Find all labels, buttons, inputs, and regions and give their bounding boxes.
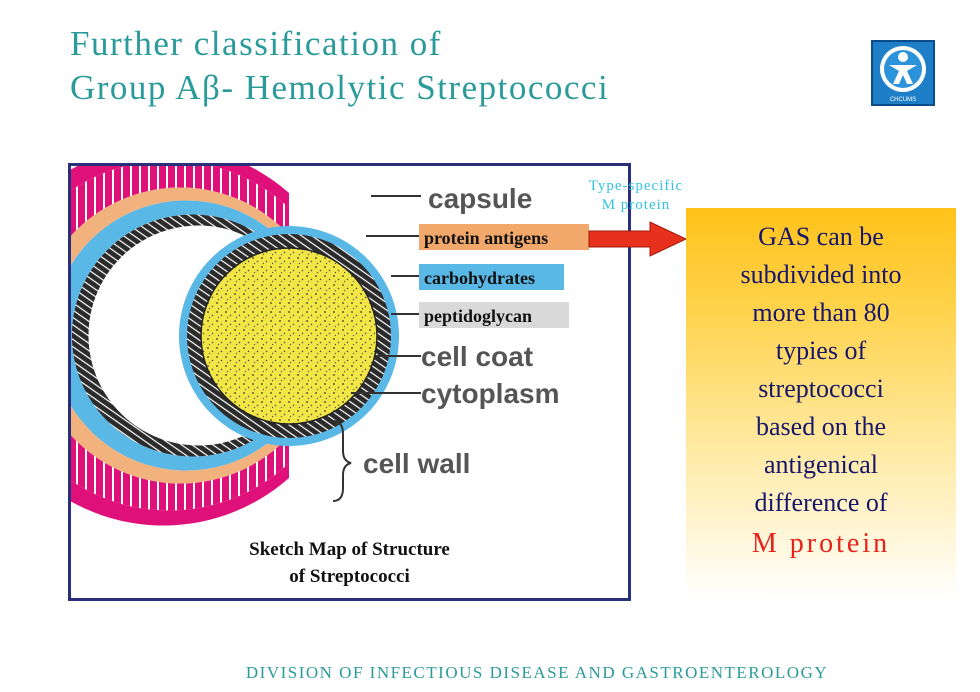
callout-line: GAS can be xyxy=(758,222,884,251)
callout-line: more than 80 xyxy=(752,298,890,327)
label-cell-wall: cell wall xyxy=(363,448,470,479)
institution-logo: CHCUMS xyxy=(871,40,935,106)
label-protein-antigens: protein antigens xyxy=(424,228,548,248)
slide-title: Further classification of Group Aβ- Hemo… xyxy=(70,22,609,110)
callout-line: difference of xyxy=(754,488,888,517)
gas-callout-box: GAS can be subdivided into more than 80 … xyxy=(686,208,956,600)
caption-line-2: of Streptococci xyxy=(289,566,410,587)
m-protein-highlight: M protein xyxy=(751,528,891,559)
type-specific-annotation: Type-specific M protein xyxy=(556,177,716,215)
callout-line: based on the xyxy=(756,412,886,441)
protein-layer xyxy=(71,187,289,484)
pointer-arrow xyxy=(588,221,688,257)
capsule-layer xyxy=(71,166,289,526)
label-peptidoglycan: peptidoglycan xyxy=(424,306,532,326)
callout-line: typies of xyxy=(775,336,867,365)
logo-text: CHCUMS xyxy=(890,97,916,103)
label-capsule: capsule xyxy=(428,183,532,214)
footer-division: DIVISION OF INFECTIOUS DISEASE AND GASTR… xyxy=(245,663,829,682)
carbohydrates-box xyxy=(419,264,564,290)
protein-antigens-box xyxy=(419,224,589,250)
peptidoglycan-box xyxy=(419,302,569,328)
callout-line: streptococci xyxy=(758,374,884,403)
title-line-2: Group Aβ- Hemolytic Streptococci xyxy=(70,68,610,107)
annotation-line-2: M protein xyxy=(601,197,671,213)
label-cell-coat: cell coat xyxy=(421,341,533,372)
title-line-1: Further classification of xyxy=(70,24,442,63)
label-carbohydrates: carbohydrates xyxy=(424,268,535,288)
label-cytoplasm: cytoplasm xyxy=(421,378,560,409)
capsule-stripes xyxy=(71,166,289,511)
figure-caption: Sketch Map of Structure of Streptococci xyxy=(71,536,628,590)
structure-figure: capsule protein antigens carbohydrates p… xyxy=(68,163,631,601)
cytoplasm xyxy=(200,247,378,425)
streptococcus-diagram: capsule protein antigens carbohydrates p… xyxy=(71,166,589,526)
annotation-line-1: Type-specific xyxy=(588,178,684,194)
callout-line: antigenical xyxy=(763,450,879,479)
callout-line: subdivided into xyxy=(740,260,902,289)
caption-line-1: Sketch Map of Structure xyxy=(249,539,450,560)
